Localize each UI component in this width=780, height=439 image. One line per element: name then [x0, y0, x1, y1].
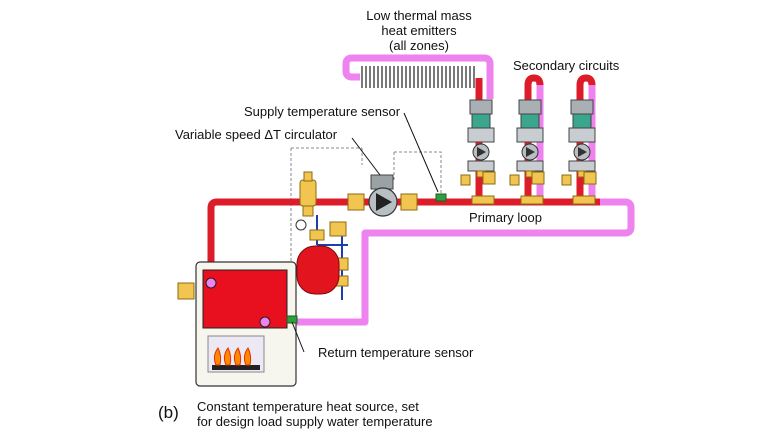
supply-sensor [435, 193, 447, 202]
secondary-circuits-label: Secondary circuits [513, 58, 620, 73]
emitters-label-line-3: (all zones) [389, 38, 449, 53]
figure-caption: Constant temperature heat source, set fo… [197, 399, 433, 429]
supply-sensor-label: Supply temperature sensor [244, 104, 401, 119]
control-wiring [290, 147, 442, 290]
caption-line-2: for design load supply water temperature [197, 414, 433, 429]
leader-lines [291, 112, 439, 353]
emitters-label-line-2: heat emitters [381, 23, 457, 38]
flame-icon [213, 347, 252, 366]
return-sensor-label: Return temperature sensor [318, 345, 474, 360]
circulator-label: Variable speed ΔT circulator [175, 127, 338, 142]
primary-loop-label: Primary loop [469, 210, 542, 225]
emitters-label-line-1: Low thermal mass [366, 8, 472, 23]
air-separator [299, 171, 317, 217]
boiler [177, 261, 297, 387]
caption-line-1: Constant temperature heat source, set [197, 399, 419, 414]
circulator-pump [347, 174, 418, 217]
figure-letter: (b) [158, 403, 179, 422]
emitters-label: Low thermal mass heat emitters (all zone… [364, 8, 474, 53]
expansion-tank-assembly [295, 215, 349, 300]
heat-emitter [361, 66, 475, 88]
return-sensor [286, 315, 298, 324]
